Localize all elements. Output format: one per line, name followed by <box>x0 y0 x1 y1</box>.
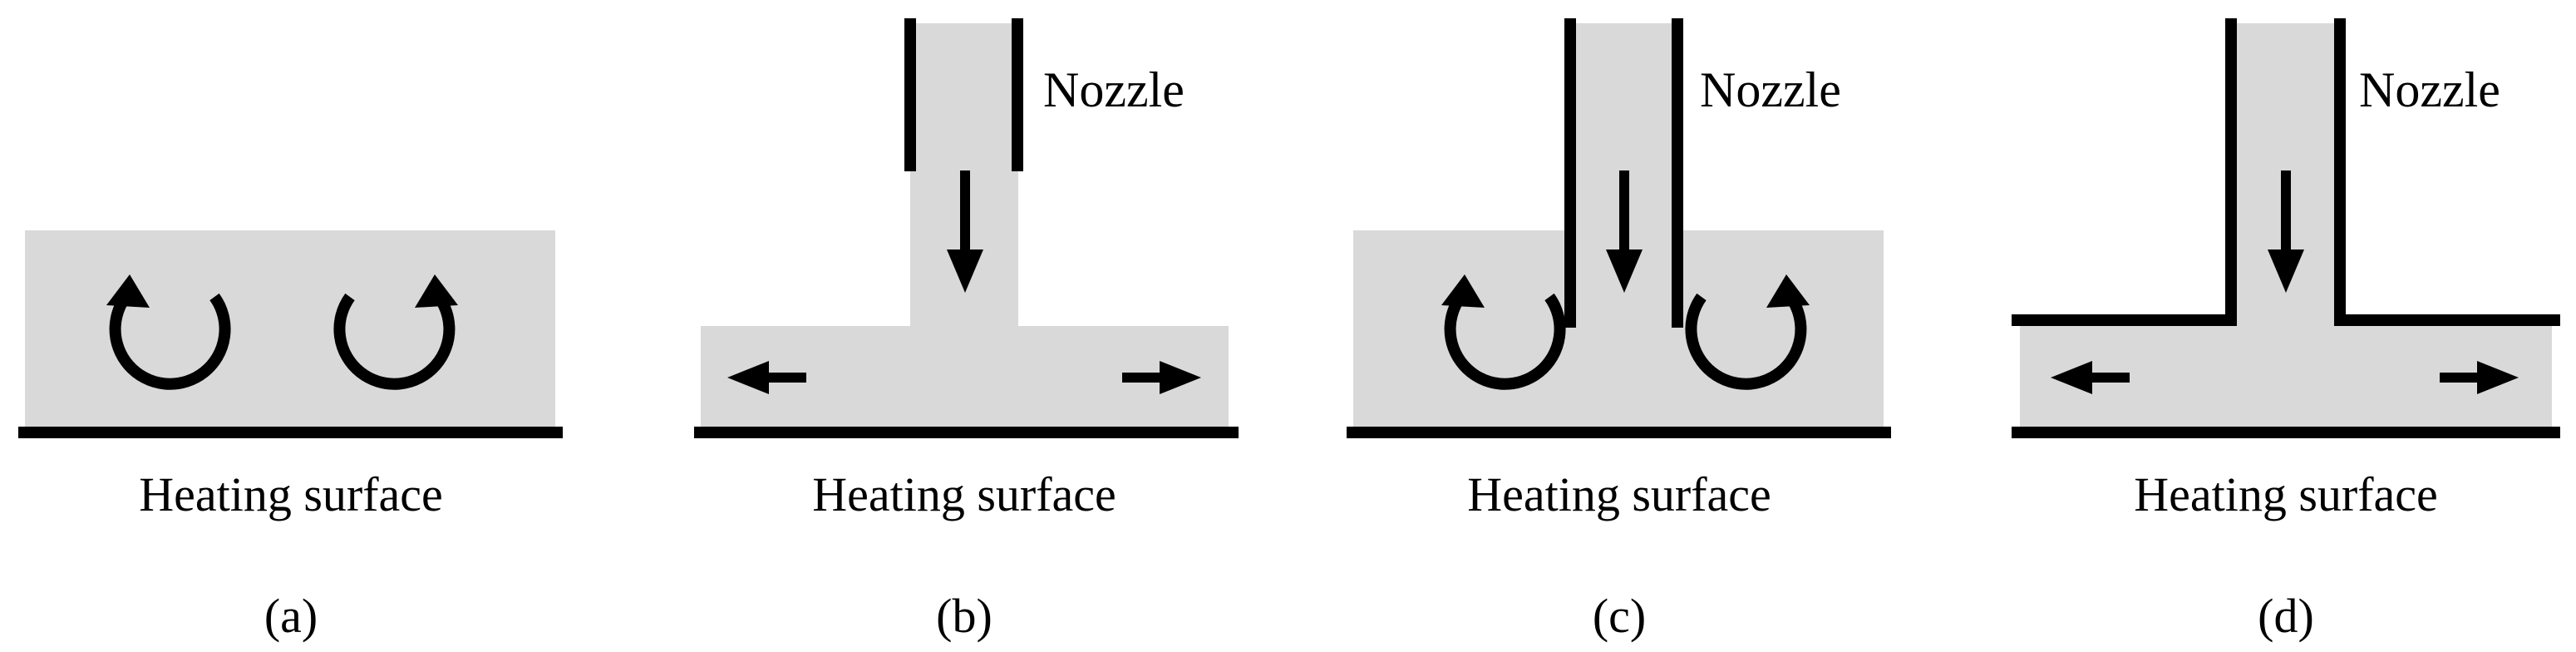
arrow-left-icon <box>2051 361 2130 394</box>
vortex-ccw-icon <box>106 274 231 390</box>
heating-surface-label: Heating surface <box>139 467 443 521</box>
arrow-right-icon <box>2440 361 2519 394</box>
fluid-region <box>25 230 555 432</box>
panel-a: Heating surface (a) <box>18 230 563 643</box>
nozzle-wall-right <box>1012 18 1023 171</box>
heating-surface-label: Heating surface <box>1467 467 1771 521</box>
arrow-down-icon <box>947 170 983 293</box>
confining-wall-right <box>2334 314 2560 326</box>
nozzle-label: Nozzle <box>1700 62 1841 117</box>
arrow-down-icon <box>1606 170 1643 293</box>
heating-surface-wall <box>1347 427 1891 438</box>
panel-label: (d) <box>2258 589 2314 643</box>
heating-surface-wall <box>2012 427 2560 438</box>
heating-surface-label: Heating surface <box>2134 467 2438 521</box>
nozzle-label: Nozzle <box>2359 62 2500 117</box>
panel-c: Nozzle Heating surface (c) <box>1347 18 1891 643</box>
confining-wall-left <box>2012 314 2237 326</box>
nozzle-wall-right <box>1672 18 1683 328</box>
panel-b: Nozzle Heating surface (b) <box>694 18 1239 643</box>
nozzle-wall-left <box>1564 18 1576 328</box>
arrow-right-icon <box>1122 361 1201 394</box>
panel-label: (a) <box>264 589 318 643</box>
heating-surface-label: Heating surface <box>812 467 1116 521</box>
panel-label: (b) <box>936 589 992 643</box>
vortex-cw-icon <box>333 274 458 390</box>
nozzle-wall-left <box>904 18 916 171</box>
arrow-left-icon <box>727 361 806 394</box>
panel-label: (c) <box>1593 589 1646 643</box>
vortex-cw-icon <box>1685 274 1810 390</box>
panel-d: Nozzle Heating surface (d) <box>2012 18 2560 643</box>
heating-surface-wall <box>694 427 1239 438</box>
arrow-down-icon <box>2268 170 2304 293</box>
nozzle-wall-left <box>2225 18 2237 326</box>
vortex-ccw-icon <box>1441 274 1566 390</box>
nozzle-label: Nozzle <box>1043 62 1185 117</box>
heating-surface-wall <box>18 427 563 438</box>
nozzle-wall-right <box>2334 18 2346 326</box>
